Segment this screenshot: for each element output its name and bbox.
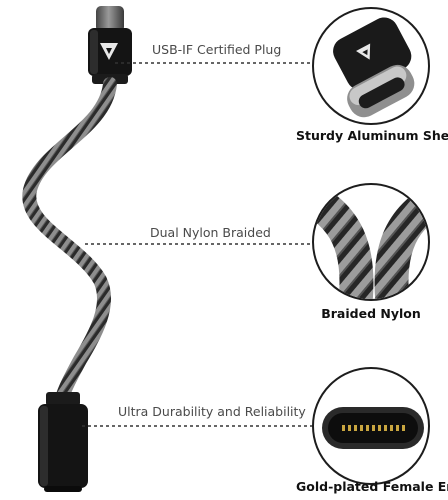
braided-nylon-icon [314,185,428,299]
feature-caption-3: Gold-plated Female End [296,479,448,494]
feature-caption-2: Braided Nylon [321,306,421,321]
female-end [38,392,88,492]
braided-nylon-closeup [312,183,430,301]
feature-label-2: Dual Nylon Braided [150,225,271,240]
feature-caption-1: Sturdy Aluminum Shell [296,128,448,143]
usb-c-plug-closeup [312,7,430,125]
feature-label-1: USB-IF Certified Plug [152,42,282,57]
braided-cable [22,77,117,407]
usb-c-plug-icon [333,17,415,118]
male-plug [88,6,132,84]
feature-label-3: Ultra Durability and Reliability [118,404,306,419]
usb-c-female-port-icon [322,407,424,449]
usb-c-female-port-closeup [312,367,430,485]
brand-logo-icon [100,43,118,60]
